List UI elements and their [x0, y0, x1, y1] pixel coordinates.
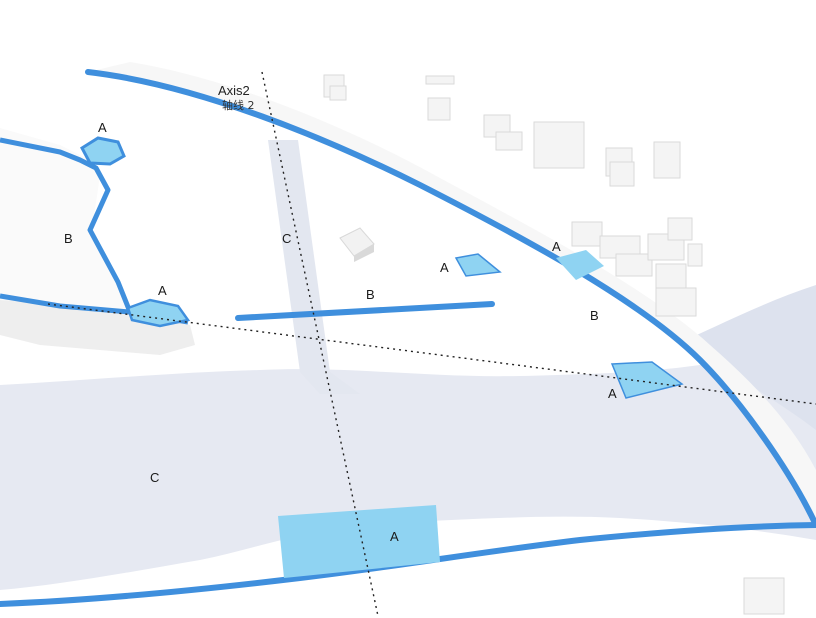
- label-a-left-pool: A: [158, 283, 167, 298]
- riverbank-right: [690, 285, 816, 430]
- pad-right-lower: [610, 361, 684, 399]
- label-a-pond-top: A: [98, 120, 107, 135]
- building-cluster-right: [571, 217, 703, 317]
- label-a-right-top: A: [552, 239, 561, 254]
- pad-small: [454, 253, 502, 277]
- left-channel-line-top: [0, 137, 133, 313]
- label-a-right-lower: A: [608, 386, 617, 401]
- label-a-small-pad: A: [440, 260, 449, 275]
- pad-bottom: [278, 505, 440, 578]
- pool-left: [126, 298, 191, 328]
- river-area: [0, 290, 816, 590]
- left-terrain-lower: [0, 300, 195, 355]
- axis-subtitle: 轴线 2: [222, 98, 255, 112]
- vertical-path: [268, 140, 360, 394]
- label-b-road: B: [590, 308, 599, 323]
- road-line: [85, 69, 816, 528]
- building-center: [339, 227, 375, 262]
- label-c-river: C: [150, 470, 159, 485]
- axis-title: Axis2: [218, 83, 250, 98]
- axis-line-vertical: [261, 71, 379, 617]
- pond-top-left: [80, 136, 126, 166]
- building-bottom-right: [743, 577, 785, 615]
- center-bar: [235, 301, 495, 321]
- label-b-left-channel: B: [64, 231, 73, 246]
- label-b-center-bar: B: [366, 287, 375, 302]
- label-a-bottom-pad: A: [390, 529, 399, 544]
- building-cluster-top: [323, 74, 681, 187]
- label-c-vertical-path: C: [282, 231, 291, 246]
- pad-right-top: [556, 250, 604, 280]
